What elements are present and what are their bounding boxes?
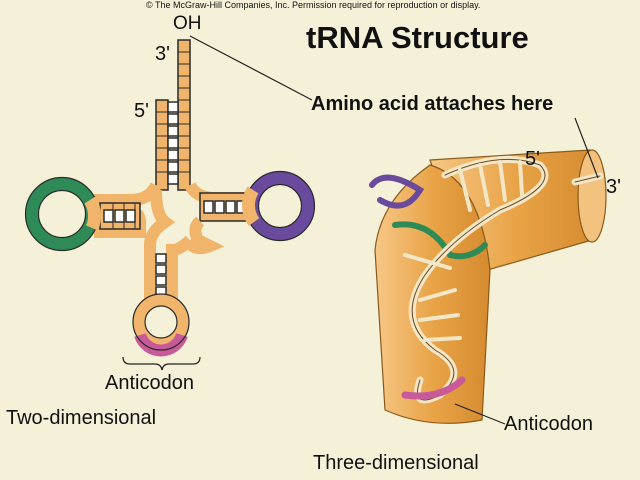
ribbon-green [392, 221, 488, 260]
anticodon-bracket [122, 356, 201, 371]
three-dimensional-structure [369, 117, 607, 425]
two-dimensional-structure [24, 39, 316, 371]
t-arm [183, 182, 250, 255]
five-prime-label-left: 5' [134, 100, 149, 122]
ribbon-purple [369, 174, 425, 209]
anticodon-label-left: Anticodon [105, 372, 194, 394]
oh-label: OH [173, 13, 202, 34]
anticodon-leader-3d [454, 403, 506, 425]
anticodon-arm [144, 189, 195, 300]
d-loop [24, 176, 102, 252]
amino-acid-leader-3d [574, 117, 599, 179]
three-dimensional-label: Three-dimensional [313, 452, 479, 474]
page-title: tRNA Structure [306, 20, 529, 55]
three-prime-label-left: 3' [155, 43, 170, 65]
amino-acid-leader [189, 35, 313, 101]
three-prime-label-right: 3' [606, 176, 621, 198]
copyright-notice: © The McGraw-Hill Companies, Inc. Permis… [146, 0, 481, 10]
two-dimensional-label: Two-dimensional [6, 407, 157, 429]
five-prime-label-right: 5' [525, 148, 540, 170]
anticodon-label-right: Anticodon [504, 413, 593, 435]
t-loop [241, 170, 316, 242]
d-arm [94, 182, 162, 238]
amino-acid-label: Amino acid attaches here [311, 93, 554, 115]
anticodon-loop [132, 293, 190, 357]
ribbon-pink [401, 376, 466, 400]
tube-vertical [374, 164, 491, 424]
acceptor-stem [155, 39, 191, 191]
